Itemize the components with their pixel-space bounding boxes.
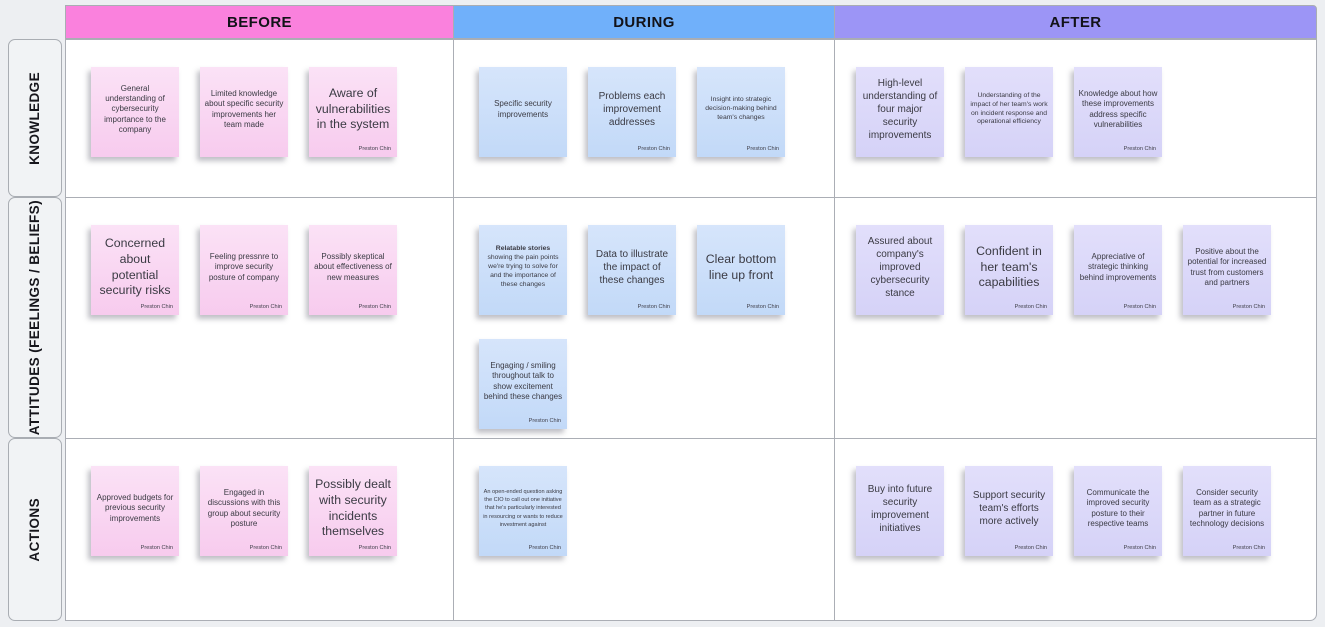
sticky-note[interactable]: Approved budgets for previous security i… [91, 466, 179, 556]
sticky-note[interactable]: Insight into strategic decision-making b… [697, 67, 785, 157]
sticky-note[interactable]: General understanding of cybersecurity i… [91, 67, 179, 157]
cell-attitudes-after: Assured about company's improved cyberse… [834, 197, 1317, 438]
sticky-note-author: Preston Chin [358, 304, 391, 310]
column-header-after[interactable]: AFTER [834, 5, 1317, 39]
row-label-attitudes-text: ATTITUDES (FEELINGS / BELIEFS) [26, 199, 42, 436]
sticky-note[interactable]: Assured about company's improved cyberse… [856, 225, 944, 315]
sticky-note-text: Data to illustrate the impact of these c… [595, 249, 669, 286]
cell-actions-before: Approved budgets for previous security i… [65, 438, 453, 621]
row-label-knowledge-text: KNOWLEDGE [26, 71, 42, 165]
sticky-note-author: Preston Chin [1123, 304, 1156, 310]
sticky-note-text: Support security team's efforts more act… [972, 490, 1046, 527]
sticky-note-text: Confident in her team's capabilities [976, 243, 1042, 290]
sticky-note[interactable]: Possibly skeptical about effectiveness o… [309, 225, 397, 315]
cell-actions-after: Buy into future security improvement ini… [834, 438, 1317, 621]
sticky-note-author: Preston Chin [528, 418, 561, 424]
sticky-note[interactable]: Support security team's efforts more act… [965, 466, 1053, 556]
sticky-note[interactable]: Positive about the potential for increas… [1183, 225, 1271, 315]
sticky-note-text: High-level understanding of four major s… [862, 78, 938, 141]
sticky-note-text: Possibly skeptical about effectiveness o… [314, 251, 392, 282]
row-label-attitudes[interactable]: ATTITUDES (FEELINGS / BELIEFS) [8, 197, 62, 438]
sticky-note[interactable]: Feeling pressnre to improve security pos… [200, 225, 288, 315]
cell-attitudes-before: Concerned about potential security risks… [65, 197, 453, 438]
sticky-note-text: Feeling pressnre to improve security pos… [208, 251, 280, 282]
sticky-note-text: Communicate the improved security postur… [1086, 487, 1150, 528]
sticky-note-text: Possibly dealt with security incidents t… [315, 476, 391, 539]
sticky-note-text: Engaged in discussions with this group a… [207, 487, 281, 528]
sticky-note-author: Preston Chin [746, 304, 779, 310]
sticky-note-text: Concerned about potential security risks [99, 235, 171, 298]
sticky-note-text: Understanding of the impact of her team'… [970, 91, 1048, 126]
sticky-note[interactable]: Limited knowledge about specific securit… [200, 67, 288, 157]
sticky-note-text: General understanding of cybersecurity i… [104, 83, 166, 135]
sticky-note[interactable]: Possibly dealt with security incidents t… [309, 466, 397, 556]
sticky-note-author: Preston Chin [528, 545, 561, 551]
row-label-knowledge[interactable]: KNOWLEDGE [8, 39, 62, 197]
sticky-note-author: Preston Chin [637, 304, 670, 310]
sticky-note[interactable]: An open-ended question asking the CIO to… [479, 466, 567, 556]
sticky-note[interactable]: Concerned about potential security risks… [91, 225, 179, 315]
sticky-note[interactable]: Engaged in discussions with this group a… [200, 466, 288, 556]
cell-knowledge-before: General understanding of cybersecurity i… [65, 39, 453, 197]
sticky-note-author: Preston Chin [637, 146, 670, 152]
cell-knowledge-during: Specific security improvements Problems e… [453, 39, 834, 197]
sticky-note[interactable]: Communicate the improved security postur… [1074, 466, 1162, 556]
sticky-note[interactable]: Buy into future security improvement ini… [856, 466, 944, 556]
sticky-note-text: Positive about the potential for increas… [1187, 246, 1267, 287]
sticky-note-text: Specific security improvements [494, 99, 552, 119]
sticky-note-author: Preston Chin [746, 146, 779, 152]
sticky-note-author: Preston Chin [1123, 146, 1156, 152]
cell-knowledge-after: High-level understanding of four major s… [834, 39, 1317, 197]
sticky-note-author: Preston Chin [140, 304, 173, 310]
sticky-note[interactable]: Consider security team as a strategic pa… [1183, 466, 1271, 556]
column-header-during[interactable]: DURING [453, 5, 834, 39]
sticky-note[interactable]: Data to illustrate the impact of these c… [588, 225, 676, 315]
sticky-note[interactable]: Engaging / smiling throughout talk to sh… [479, 339, 567, 429]
sticky-note-author: Preston Chin [1123, 545, 1156, 551]
sticky-note-text: Aware of vulnerabilities in the system [315, 85, 391, 132]
sticky-note[interactable]: Understanding of the impact of her team'… [965, 67, 1053, 157]
sticky-note-text: Appreciative of strategic thinking behin… [1079, 251, 1157, 282]
sticky-note-author: Preston Chin [249, 304, 282, 310]
sticky-note-author: Preston Chin [1014, 304, 1047, 310]
sticky-note-author: Preston Chin [358, 146, 391, 152]
sticky-note-text: Limited knowledge about specific securit… [204, 88, 284, 129]
sticky-note-text: Clear bottom line up front [705, 251, 777, 282]
sticky-note-author: Preston Chin [1232, 304, 1265, 310]
sticky-note-text: Assured about company's improved cyberse… [867, 236, 933, 299]
sticky-note[interactable]: Appreciative of strategic thinking behin… [1074, 225, 1162, 315]
sticky-note-text: Approved budgets for previous security i… [96, 492, 174, 523]
sticky-note-author: Preston Chin [358, 545, 391, 551]
sticky-note[interactable]: Relatable stories showing the pain point… [479, 225, 567, 315]
sticky-note-author: Preston Chin [1014, 545, 1047, 551]
sticky-note[interactable]: Knowledge about how these improvements a… [1074, 67, 1162, 157]
sticky-note[interactable]: High-level understanding of four major s… [856, 67, 944, 157]
row-label-actions-text: ACTIONS [26, 497, 42, 562]
cell-attitudes-during: Relatable stories showing the pain point… [453, 197, 834, 438]
sticky-note-text: Consider security team as a strategic pa… [1189, 487, 1265, 528]
journey-matrix-board: BEFORE DURING AFTER KNOWLEDGE General un… [8, 5, 1317, 621]
sticky-note-text: Relatable stories showing the pain point… [487, 245, 559, 288]
row-label-actions[interactable]: ACTIONS [8, 438, 62, 621]
sticky-note-text: Knowledge about how these improvements a… [1078, 88, 1158, 129]
sticky-note[interactable]: Specific security improvements [479, 67, 567, 157]
matrix-corner-spacer [8, 5, 65, 39]
sticky-note-text: An open-ended question asking the CIO to… [483, 489, 563, 528]
sticky-note-text: Buy into future security improvement ini… [867, 483, 933, 534]
sticky-note-author: Preston Chin [249, 545, 282, 551]
sticky-note-text: Insight into strategic decision-making b… [705, 96, 777, 121]
column-header-before[interactable]: BEFORE [65, 5, 453, 39]
cell-actions-during: An open-ended question asking the CIO to… [453, 438, 834, 621]
sticky-note-text: Engaging / smiling throughout talk to sh… [483, 360, 563, 401]
sticky-note-author: Preston Chin [1232, 545, 1265, 551]
sticky-note-author: Preston Chin [140, 545, 173, 551]
sticky-note-text: Problems each improvement addresses [598, 91, 666, 128]
